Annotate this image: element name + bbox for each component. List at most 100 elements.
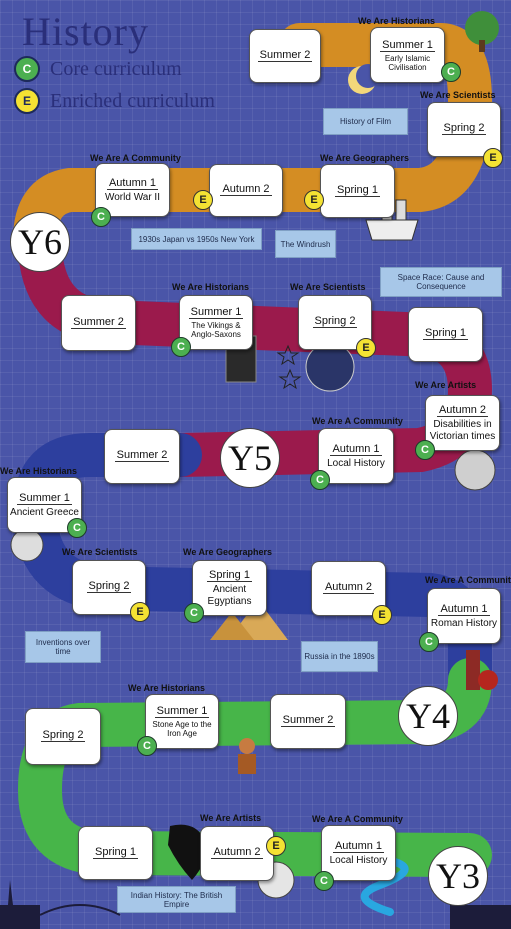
term-label: Summer 2 [114, 449, 170, 462]
term-label: Spring 2 [40, 729, 86, 742]
year-badge-y5: Y5 [220, 428, 280, 488]
enriched-badge: E [266, 836, 286, 856]
topic-label: World War II [104, 191, 160, 203]
topic-label: Local History [327, 457, 385, 469]
core-badge: C [137, 736, 157, 756]
y6-summer1-card[interactable]: Summer 1 Early Islamic Civilisation [370, 27, 445, 83]
legend-enriched: E Enriched curriculum [14, 88, 215, 114]
enriched-badge: E [130, 602, 150, 622]
y3-summer1-card[interactable]: Summer 1 Stone Age to the Iron Age [145, 694, 219, 749]
term-label: Summer 1 [188, 306, 244, 319]
note-windrush: The Windrush [275, 230, 336, 258]
enriched-badge: E [483, 148, 503, 168]
arc-label: We Are A Community [425, 575, 511, 585]
y5-summer2b-card[interactable]: Summer 2 [104, 429, 180, 484]
arc-label: We Are A Community [312, 416, 403, 426]
topic-label: The Vikings & Anglo-Saxons [191, 321, 241, 339]
legend-enriched-label: Enriched curriculum [50, 89, 215, 112]
note-russia: Russia in the 1890s [301, 641, 378, 672]
term-label: Summer 1 [154, 705, 210, 718]
y5-summer1-card[interactable]: Summer 1 The Vikings & Anglo-Saxons [179, 295, 253, 350]
note-indian-history: Indian History: The British Empire [117, 886, 236, 913]
enriched-badge: E [193, 190, 213, 210]
year-badge-y4: Y4 [398, 686, 458, 746]
term-label: Autumn 2 [211, 846, 263, 859]
y6-autumn1-card[interactable]: Autumn 1 World War II [95, 163, 170, 217]
arc-label: We Are Geographers [320, 153, 410, 163]
core-badge: C [91, 207, 111, 227]
arc-label: We Are A Community [312, 814, 403, 824]
arc-label: We Are Artists [415, 380, 477, 390]
term-label: Spring 1 [93, 845, 138, 859]
y3-summer2-card[interactable]: Summer 2 [270, 694, 346, 749]
arc-label: We Are Artists [200, 813, 262, 823]
arc-label: We Are Historians [128, 683, 206, 693]
core-badge: C [171, 337, 191, 357]
term-label: Spring 2 [441, 122, 487, 135]
enriched-badge: E [356, 338, 376, 358]
term-label: Autumn 2 [322, 581, 375, 594]
y3-autumn1-card[interactable]: Autumn 1 Local History [321, 825, 396, 881]
y6-summer2-card[interactable]: Summer 2 [249, 29, 321, 83]
y6-spring2-card[interactable]: Spring 2 [427, 102, 501, 157]
topic-label: Roman History [430, 617, 498, 629]
page-title: History [22, 9, 149, 54]
y6-spring1-card[interactable]: Spring 1 [320, 164, 395, 218]
core-badge: C [67, 518, 87, 538]
y3-spring2-card[interactable]: Spring 2 [25, 708, 101, 765]
legend-core-label: Core curriculum [50, 57, 182, 80]
core-badge: C [310, 470, 330, 490]
y5-spring1-card[interactable]: Spring 1 [408, 307, 483, 362]
arc-label: We Are A Community [90, 153, 181, 163]
term-label: Spring 1 [207, 568, 252, 582]
y4-autumn2-card[interactable]: Autumn 2 [311, 561, 386, 616]
y5-autumn1-card[interactable]: Autumn 1 Local History [318, 428, 394, 484]
term-label: Summer 2 [280, 714, 336, 727]
term-label: Autumn 1 [106, 176, 159, 190]
enriched-badge: E [372, 605, 392, 625]
enriched-badge-icon: E [14, 88, 40, 114]
year-badge-y3: Y3 [428, 846, 488, 906]
arc-label: We Are Historians [0, 466, 78, 476]
y4-autumn1-card[interactable]: Autumn 1 Roman History [427, 588, 501, 644]
note-space-race: Space Race: Cause and Consequence [380, 267, 502, 297]
topic-label: Ancient Egyptians [207, 583, 252, 607]
y3-autumn2-card[interactable]: Autumn 2 [200, 826, 274, 881]
topic-label: Stone Age to the Iron Age [152, 720, 212, 738]
arc-label: We Are Scientists [290, 282, 366, 292]
term-label: Summer 1 [380, 38, 435, 52]
term-label: Summer 2 [257, 48, 313, 62]
core-badge: C [415, 440, 435, 460]
topic-label: Ancient Greece [10, 506, 79, 518]
y4-spring2-card[interactable]: Spring 2 [72, 560, 146, 615]
arc-label: We Are Geographers [183, 547, 273, 557]
enriched-badge: E [304, 190, 324, 210]
topic-label: Early Islamic Civilisation [384, 53, 431, 72]
note-history-of-film: History of Film [323, 108, 408, 135]
core-badge: C [314, 871, 334, 891]
term-label: Autumn 1 [332, 839, 385, 853]
term-label: Autumn 1 [330, 442, 382, 456]
year-badge-y6: Y6 [10, 212, 70, 272]
arc-label: We Are Scientists [420, 90, 496, 100]
core-badge: C [419, 632, 439, 652]
arc-label: We Are Historians [358, 16, 436, 26]
y5-summer2-card[interactable]: Summer 2 [61, 295, 136, 351]
arc-label: We Are Scientists [62, 547, 138, 557]
term-label: Spring 2 [312, 315, 358, 328]
term-label: Autumn 2 [436, 403, 489, 417]
y6-autumn2-card[interactable]: Autumn 2 [209, 164, 283, 217]
term-label: Autumn 2 [220, 183, 272, 196]
core-badge: C [441, 62, 461, 82]
term-label: Spring 2 [86, 580, 132, 593]
y3-spring1-card[interactable]: Spring 1 [78, 826, 153, 880]
arc-label: We Are Historians [172, 282, 250, 292]
topic-label: Disabilities in Victorian times [429, 418, 496, 442]
term-label: Summer 2 [71, 315, 126, 329]
y5-autumn2-card[interactable]: Autumn 2 Disabilities in Victorian times [425, 395, 500, 451]
term-label: Autumn 1 [438, 602, 490, 616]
term-label: Spring 1 [335, 183, 380, 197]
y4-spring1-card[interactable]: Spring 1 Ancient Egyptians [192, 560, 267, 616]
term-label: Spring 1 [423, 327, 468, 340]
core-badge-icon: C [14, 56, 40, 82]
